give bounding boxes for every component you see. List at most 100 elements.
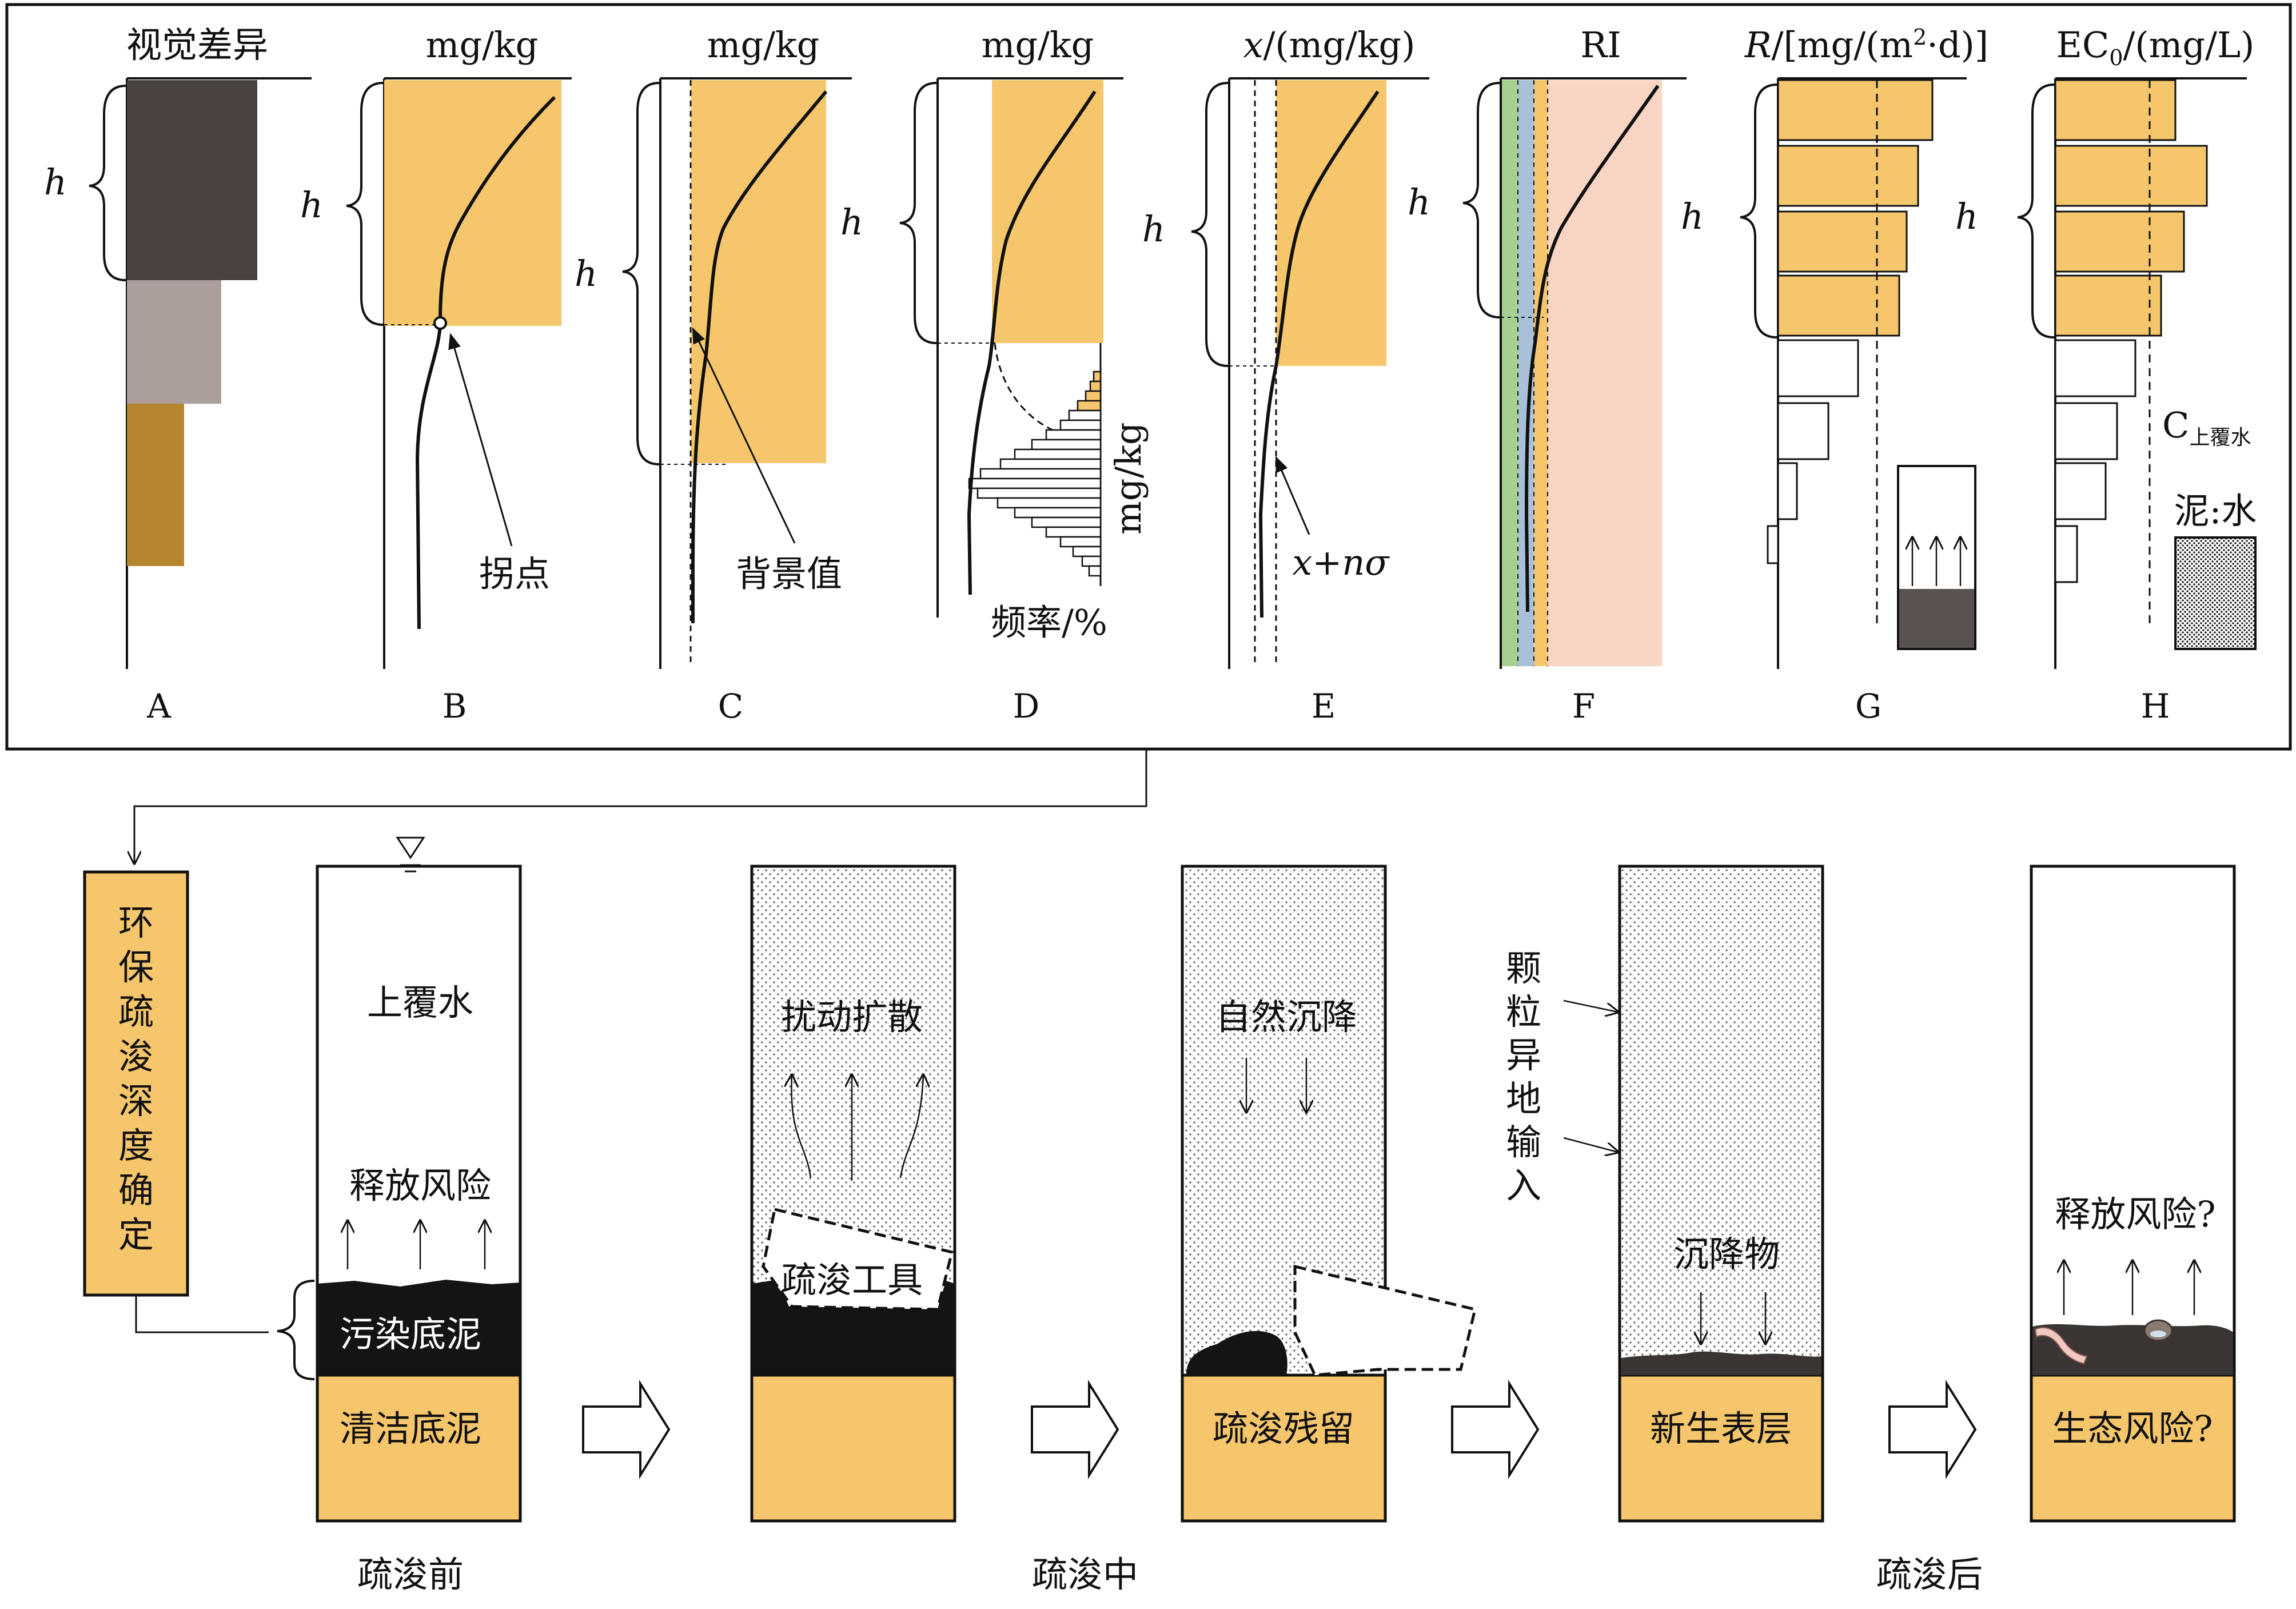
h-label-g: h [1681,196,1704,237]
h-label-h: h [1955,196,1978,237]
polluted-sediment-layer [317,1280,520,1375]
clean-layer-bar [1777,339,1859,397]
panel-h: EC0/(mg/L) C上覆水 泥:水 h H [1955,24,2257,726]
dredging-depth-char: 确 [118,1169,154,1211]
h-label-b: h [300,184,323,226]
ec0-bars [2054,79,2208,583]
dredging-depth-char: 浚 [118,1036,154,1077]
dredging-depth-char: 定 [118,1214,154,1256]
column-natural-settling: 自然沉降 疏浚残留 [1181,865,1477,1523]
histogram-bar [996,497,1102,509]
c-overlying-water-label: C上覆水 [2162,404,2251,449]
stage-arrow-3 [1451,1380,1540,1479]
dredging-depth-char: 环 [118,902,154,943]
panel-d-letter: D [1013,687,1040,726]
panel-c-header: mg/kg [707,24,820,66]
panel-h-header: EC0/(mg/L) [2056,24,2255,70]
remaining-polluted-layer [752,1280,955,1375]
new-surface-label: 新生表层 [1650,1408,1792,1449]
release-risk-label: 释放风险 [349,1165,491,1206]
inflection-point-marker [433,316,447,330]
x-n-sigma-label: x+nσ [1292,541,1390,583]
worm-icon [2034,1327,2088,1365]
grey-layer [127,280,221,404]
clean-layer-bar [2054,339,2136,397]
panel-g-letter: G [1855,687,1882,726]
histogram-bar [1085,390,1102,402]
histogram-bar [979,468,1102,480]
particle-input-char: 入 [1506,1165,1541,1206]
polluted-layer-bar [2054,274,2162,337]
polluted-layer-bar [1777,274,1900,337]
settling-matter-label: 沉降物 [1673,1233,1780,1275]
polluted-layer-bar [1777,145,1919,207]
clean-layer-bar [1777,402,1829,460]
orange-region-c [691,80,826,463]
polluted-layer-bar [2054,79,2177,141]
stage-arrow-1 [582,1380,671,1479]
histogram-bar [968,477,1102,489]
release-bars [1767,79,1934,564]
mud-water-ratio-label: 泥:水 [2174,490,2257,532]
clean-layer-bar [2054,402,2118,460]
panel-a-header: 视觉差异 [126,24,268,66]
frame-to-box-connector [134,749,1147,863]
dredging-tool-2 [1293,1264,1477,1377]
panel-b-header: mg/kg [426,24,539,66]
histogram-bar [1059,419,1102,431]
yellow-band [1534,80,1548,666]
natural-settling-label: 自然沉降 [1215,996,1357,1038]
orange-region-e [1276,80,1386,366]
clean-sediment-layer [316,1373,522,1523]
orange-region-d [992,80,1103,343]
panel-f: RI h F [1408,24,1687,726]
panel-d-inner-axis: mg/kg [1107,422,1149,535]
panel-g-header: R/[mg/(m2·d)] [1744,24,1988,66]
panel-d: mg/kg mg/kg 频率/% h D [840,24,1149,726]
brace-polluted [277,1280,315,1380]
histogram-bar [999,458,1102,470]
panel-b: mg/kg 拐点 h B [300,24,572,726]
panel-e-letter: E [1312,687,1336,726]
dredging-residue-label: 疏浚残留 [1213,1408,1354,1449]
panel-d-header: mg/kg [982,24,1094,66]
panel-c-letter: C [718,687,743,726]
h-label-f: h [1408,181,1430,223]
flux-chamber-sediment [1899,589,1974,648]
h-label-c: h [575,253,597,294]
histogram-bar [1045,429,1102,441]
histogram-bar [1014,507,1102,519]
stage-arrow-4 [1888,1380,1977,1479]
histogram-bar [1072,545,1102,557]
before-dredging-caption: 疏浚前 [357,1554,464,1595]
histogram-bar [1081,555,1102,567]
background-label: 背景值 [736,553,842,595]
panel-f-header: RI [1580,24,1621,66]
brace-a [89,85,126,281]
green-band [1501,80,1518,666]
panel-f-letter: F [1572,687,1595,726]
ecological-risk-question-label: 生态风险? [2052,1408,2213,1449]
ochre-layer [127,404,184,566]
dark-layer [127,80,257,280]
particle-input-char: 地 [1506,1078,1541,1120]
dredging-depth-char: 度 [118,1125,154,1166]
panel-b-letter: B [443,687,467,726]
panel-a-letter: A [146,687,172,726]
polluted-sediment-label: 污染底泥 [340,1313,481,1355]
polluted-layer-bar [1777,79,1934,141]
histogram-bar [1077,400,1102,412]
frequency-label: 频率/% [991,602,1107,643]
histogram-bar [1088,565,1102,577]
panel-e-header: x/(mg/kg) [1243,24,1416,66]
polluted-layer-bar [1777,210,1908,273]
histogram-bar [1059,536,1102,548]
column-after-dredging: 释放风险? 生态风险? [2030,865,2236,1523]
histogram-bar [976,487,1102,499]
particle-input-char: 输 [1506,1121,1541,1163]
clean-layer-bar [1767,525,1779,564]
